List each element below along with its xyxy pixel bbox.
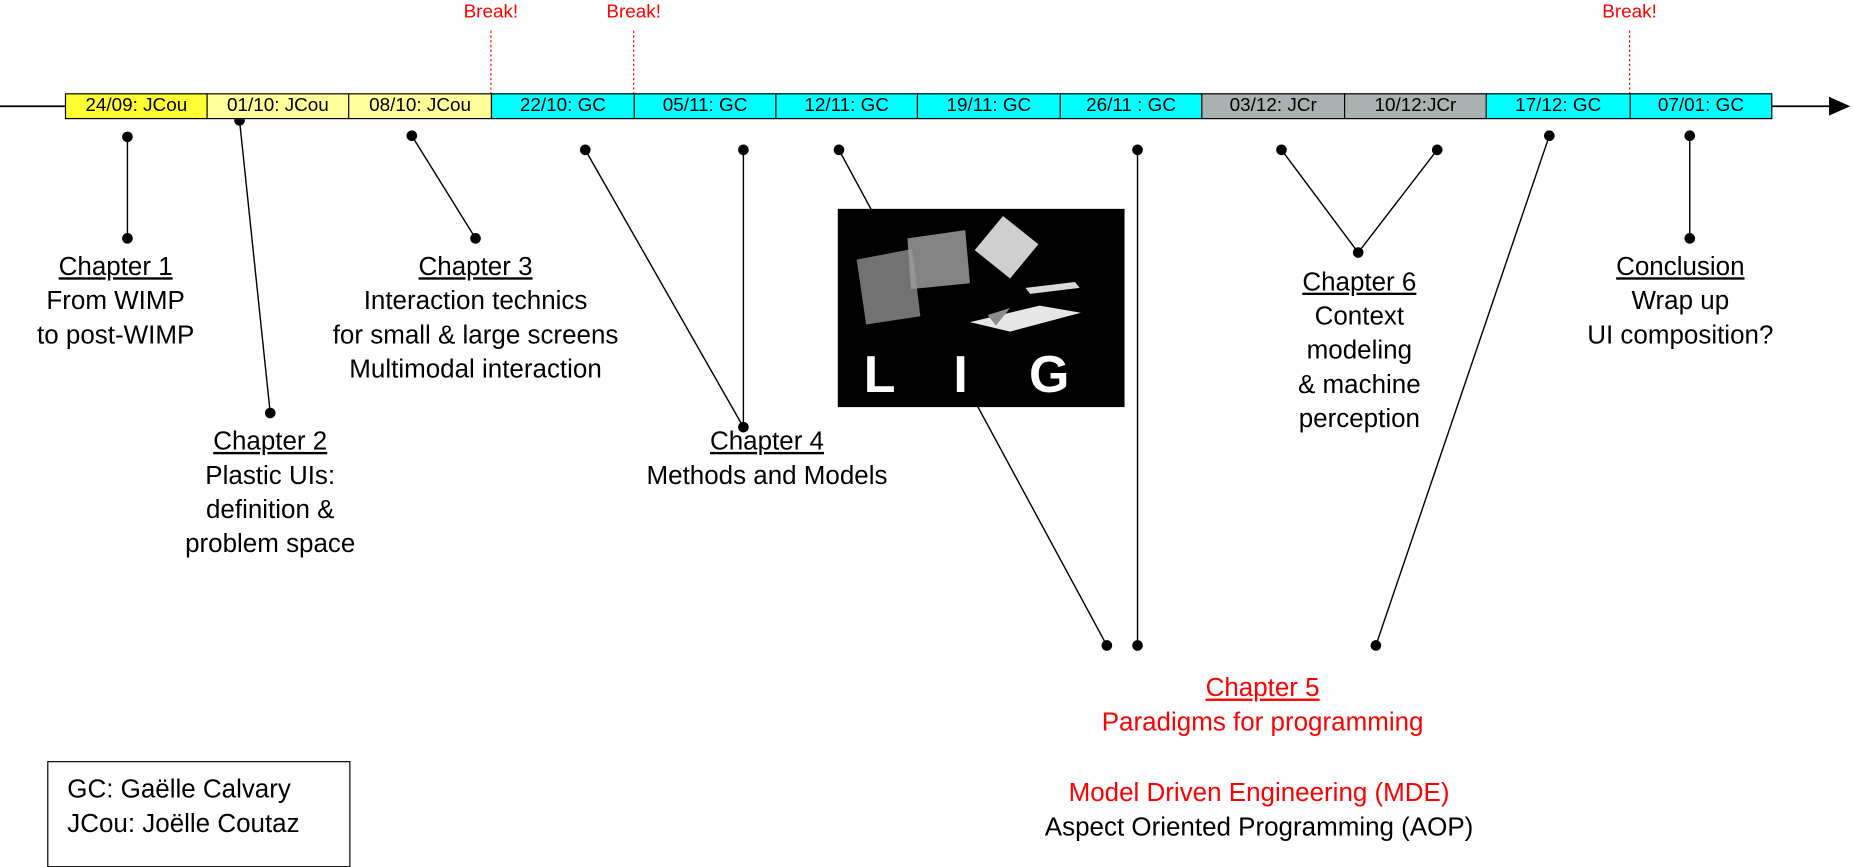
chapter-5-heading: Chapter 5: [1102, 670, 1424, 704]
chapter-4-heading: Chapter 4: [647, 424, 888, 458]
dot: [834, 145, 845, 156]
logo-letter-l: L: [864, 346, 896, 404]
chapter-4-line-1: Methods and Models: [647, 458, 888, 492]
dot: [470, 233, 481, 244]
chapter-2-heading: Chapter 2: [185, 424, 355, 458]
conclusion-line-1: Wrap up: [1587, 283, 1773, 317]
dot: [1432, 145, 1443, 156]
timeline-cell-8: 26/11 : GC: [1060, 93, 1203, 119]
chapter-6-line-3: & machine: [1298, 367, 1421, 401]
timeline-cell-3: 08/10: JCou: [348, 93, 492, 119]
legend-gc: GC: Gaëlle Calvary: [67, 772, 349, 806]
chapter-6-line-2: modeling: [1298, 333, 1421, 367]
timeline-cell-5: 05/11: GC: [634, 93, 777, 119]
connector-chapter-6b: [1358, 150, 1437, 253]
chapter-3-text: Chapter 3 Interaction technics for small…: [333, 249, 619, 386]
dot: [1132, 145, 1143, 156]
connector-chapter-2: [240, 120, 271, 413]
dot: [122, 233, 133, 244]
legend-box: GC: Gaëlle Calvary JCou: Joëlle Coutaz: [47, 761, 350, 867]
paradigm-aop: Aspect Oriented Programming (AOP): [1045, 809, 1474, 843]
connector-chapter-6a: [1281, 150, 1358, 253]
dot: [1353, 247, 1364, 258]
chapter-5-line-1: Paradigms for programming: [1102, 704, 1424, 738]
chapter-1-heading: Chapter 1: [37, 249, 194, 283]
logo-shard-1: [1025, 282, 1079, 294]
dot: [1102, 640, 1113, 651]
timeline-cell-4: 22/10: GC: [491, 93, 635, 119]
lig-logo: L I G: [838, 209, 1125, 407]
timeline-cell-9: 03/12: JCr: [1201, 93, 1345, 119]
chapter-5-paradigms: Model Driven Engineering (MDE) Aspect Or…: [1045, 775, 1474, 843]
dot: [407, 130, 418, 141]
chapter-2-text: Chapter 2 Plastic UIs: definition & prob…: [185, 424, 355, 561]
dot: [1276, 145, 1287, 156]
chapter-5-text: Chapter 5 Paradigms for programming: [1102, 670, 1424, 738]
break-label-3: Break!: [1582, 2, 1676, 23]
timeline-cell-6: 12/11: GC: [775, 93, 918, 119]
chapter-2-line-3: problem space: [185, 526, 355, 560]
chapter-1-line-1: From WIMP: [37, 283, 194, 317]
conclusion-heading: Conclusion: [1587, 249, 1773, 283]
timeline-cell-1: 24/09: JCou: [65, 93, 208, 119]
dot: [1371, 640, 1382, 651]
timeline-cell-11: 17/12: GC: [1486, 93, 1631, 119]
break-label-1: Break!: [444, 2, 538, 23]
timeline-cell-10: 10/12:JCr: [1344, 93, 1487, 119]
course-timeline-diagram: 24/09: JCou 01/10: JCou 08/10: JCou 22/1…: [0, 0, 1850, 845]
timeline-cell-7: 19/11: GC: [917, 93, 1061, 119]
chapter-2-line-1: Plastic UIs:: [185, 458, 355, 492]
dot: [1132, 640, 1143, 651]
logo-shard-2: [970, 306, 1081, 332]
connector-chapter-3: [412, 136, 476, 239]
chapter-6-line-4: perception: [1298, 401, 1421, 435]
chapter-3-line-3: Multimodal interaction: [333, 352, 619, 386]
chapter-4-text: Chapter 4 Methods and Models: [647, 424, 888, 492]
chapter-3-heading: Chapter 3: [333, 249, 619, 283]
paradigm-mde: Model Driven Engineering (MDE): [1045, 775, 1474, 809]
legend-jcou: JCou: Joëlle Coutaz: [67, 806, 349, 840]
dot: [265, 408, 276, 419]
dot: [1684, 233, 1695, 244]
logo-square-2: [907, 230, 970, 289]
chapter-6-text: Chapter 6 Context modeling & machine per…: [1298, 264, 1421, 435]
timeline-arrowhead: [1829, 97, 1850, 116]
timeline-cell-2: 01/10: JCou: [206, 93, 349, 119]
logo-letter-i: I: [953, 346, 967, 404]
conclusion-text: Conclusion Wrap up UI composition?: [1587, 249, 1773, 352]
chapter-3-line-2: for small & large screens: [333, 317, 619, 351]
chapter-6-line-1: Context: [1298, 299, 1421, 333]
chapter-1-text: Chapter 1 From WIMP to post-WIMP: [37, 249, 194, 352]
timeline-cell-12: 07/01: GC: [1630, 93, 1773, 119]
dot: [122, 132, 133, 143]
conclusion-line-2: UI composition?: [1587, 317, 1773, 351]
chapter-6-heading: Chapter 6: [1298, 264, 1421, 298]
chapter-1-line-2: to post-WIMP: [37, 317, 194, 351]
chapter-2-line-2: definition &: [185, 492, 355, 526]
lig-logo-graphic: L I G: [838, 209, 1125, 407]
logo-square-3: [975, 216, 1039, 279]
dot: [1684, 130, 1695, 141]
dot: [738, 145, 749, 156]
break-label-2: Break!: [586, 2, 680, 23]
chapter-3-line-1: Interaction technics: [333, 283, 619, 317]
timeline-connectors: [0, 0, 1850, 845]
dot: [580, 145, 591, 156]
logo-letter-g: G: [1029, 346, 1069, 404]
dot: [1544, 130, 1555, 141]
